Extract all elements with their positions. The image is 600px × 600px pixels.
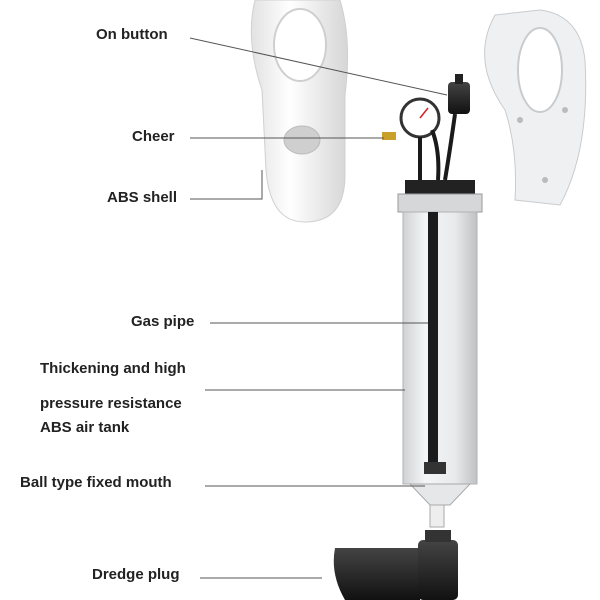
abs-shell <box>250 0 349 223</box>
label-dredge-plug: Dredge plug <box>92 566 180 583</box>
label-gas-pipe: Gas pipe <box>131 313 195 330</box>
label-air-tank-line3: ABS air tank <box>40 419 130 436</box>
pressure-gauge <box>382 97 457 181</box>
leader-abs-shell <box>190 170 263 200</box>
label-cheer: Cheer <box>132 128 175 145</box>
leader-lines <box>189 37 448 579</box>
label-air-tank-line2: pressure resistance <box>40 395 182 412</box>
air-tank <box>397 180 483 528</box>
clear-shell <box>484 9 587 206</box>
leader-on-button <box>189 37 448 96</box>
label-ball-mouth: Ball type fixed mouth <box>20 474 172 491</box>
label-abs-shell: ABS shell <box>107 189 178 206</box>
dredge-plug <box>333 530 458 600</box>
label-air-tank-line1: Thickening and high <box>40 360 186 377</box>
label-on-button: On button <box>96 26 168 43</box>
on-button-assembly <box>448 74 470 114</box>
